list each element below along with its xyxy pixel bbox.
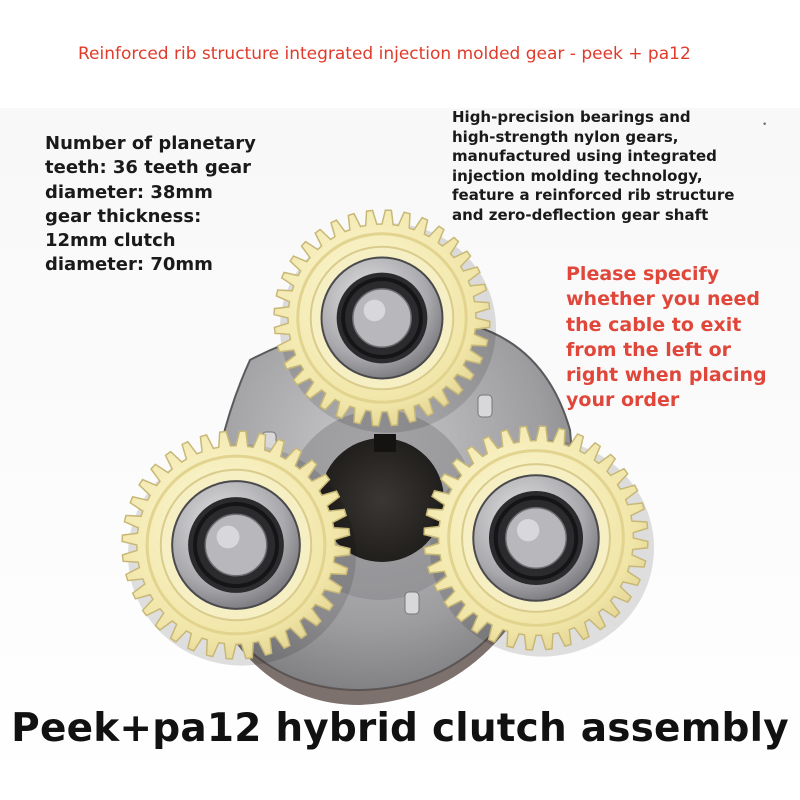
notice-line: your order [566, 389, 680, 412]
notice-line: the cable to exit [566, 313, 742, 336]
features-line: injection molding technology, [452, 166, 703, 185]
specs-line: Number of planetary [45, 133, 256, 154]
specs-line: 12mm clutch [45, 230, 176, 252]
planet-gear [121, 430, 356, 666]
features-line: manufactured using integrated [452, 147, 717, 166]
retaining-clip [341, 277, 423, 359]
planet-gears [121, 209, 654, 666]
specs-line: diameter: 70mm [45, 254, 213, 276]
pin [477, 394, 493, 418]
specs-line: diameter: 38mm [45, 181, 213, 203]
planet-gear [273, 209, 496, 433]
specs-text: Number of planetary teeth: 36 teeth gear… [45, 132, 295, 278]
notice-line: whether you need [566, 288, 760, 311]
pin [404, 591, 420, 615]
cursor-mark-icon: • [762, 120, 768, 130]
notice-line: Please specify [566, 263, 720, 285]
features-line: high-strength nylon gears, [452, 127, 679, 146]
features-line: feature a reinforced rib structure [452, 186, 735, 205]
features-line: High-precision bearings and [452, 108, 691, 126]
specs-line: gear thickness: [45, 205, 202, 227]
product-caption: Peek+pa12 hybrid clutch assembly [11, 706, 789, 751]
retaining-clip [493, 495, 579, 581]
retaining-clip [192, 501, 280, 589]
features-text: High-precision bearings and high-strengt… [452, 108, 792, 226]
top-banner [0, 0, 800, 108]
center-hub [320, 438, 444, 562]
specs-line: teeth: 36 teeth gear [45, 157, 252, 179]
order-notice: Please specify whether you need the cabl… [566, 262, 796, 414]
features-line: and zero-deflection gear shaft [452, 205, 709, 224]
headline: Reinforced rib structure integrated inje… [78, 44, 691, 64]
planet-gear [423, 425, 654, 657]
notice-line: right when placing [566, 364, 767, 387]
notice-line: from the left or [566, 338, 731, 361]
